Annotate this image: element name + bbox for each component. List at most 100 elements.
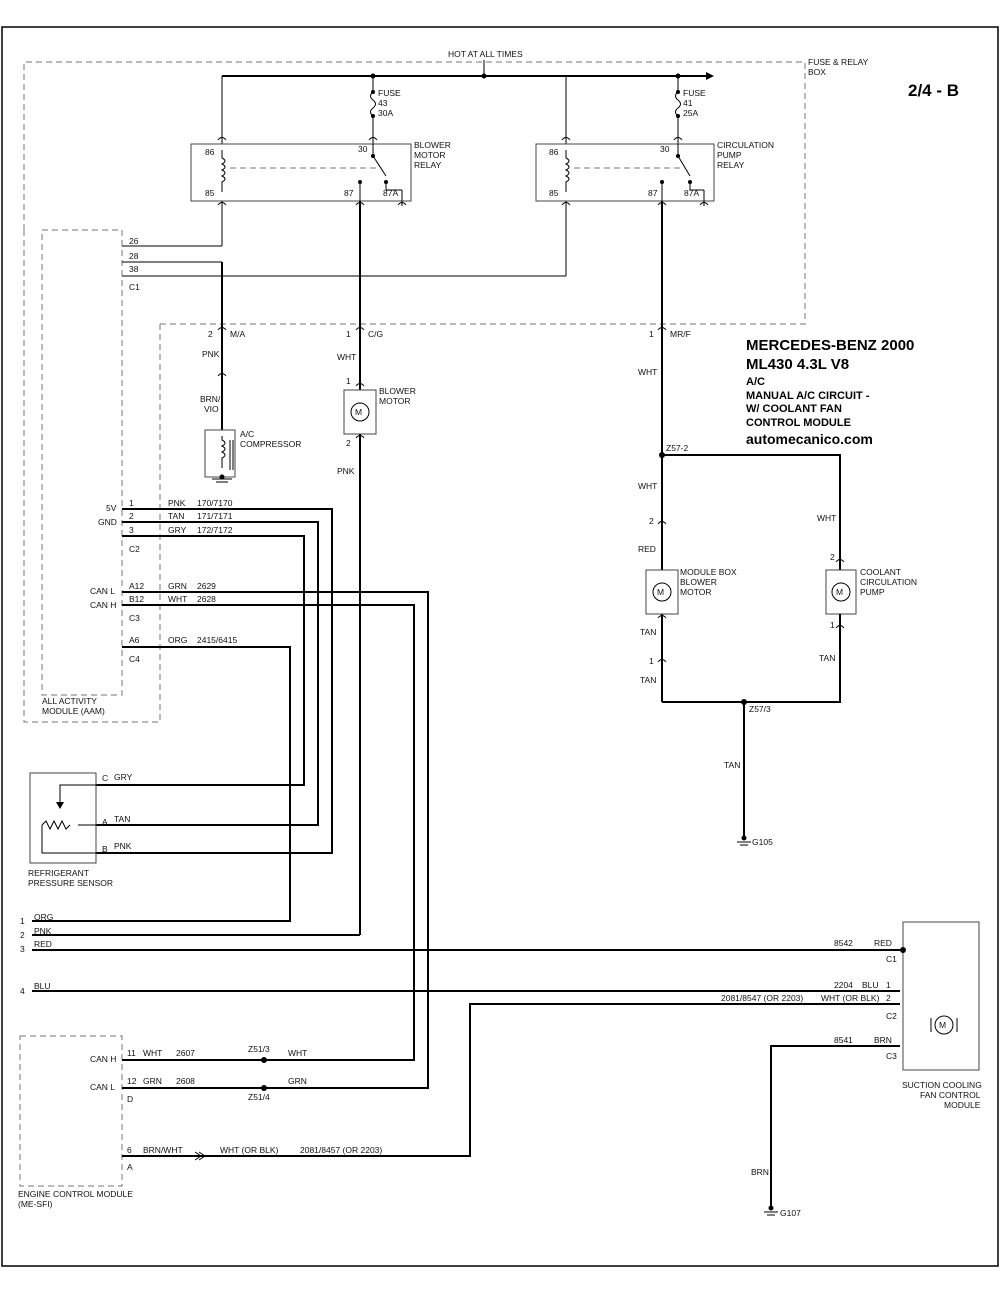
blower-relay-pin-87a: 87A [383, 188, 398, 198]
pump-relay-coil [564, 150, 570, 192]
aam-c3-w2-color: WHT [168, 594, 187, 604]
fan-red-color: RED [874, 938, 892, 948]
aam-c1-pin-38: 38 [129, 264, 139, 274]
blower-motor-symbol: M [355, 407, 362, 417]
aam-c2-label-5v: 5V [106, 503, 117, 513]
pump-pin-1: 1 [830, 620, 835, 630]
fan-red-circ: 8542 [834, 938, 853, 948]
title-system: A/C [746, 376, 765, 388]
coolant-splice-1: Z57-2 [666, 443, 688, 453]
ext-pin-4: 4 [20, 986, 25, 996]
compressor-wire-bot-1: BRN/ [200, 394, 221, 404]
splice-z513-color: WHT [288, 1048, 307, 1058]
aam-c4-name: C4 [129, 654, 140, 664]
ecm-pin-11-circ: 2607 [176, 1048, 195, 1058]
sensor-pin-a: A [102, 817, 108, 827]
compressor-label-1: A/C [240, 429, 254, 439]
page-border [1, 26, 999, 1267]
aam-c2-w1-circ: 170/7170 [197, 498, 233, 508]
coolant-wire-right: WHT [817, 513, 836, 523]
sensor-wire-a: TAN [114, 814, 130, 824]
blower-relay-pin-85: 85 [205, 188, 215, 198]
pump-relay-pin-87: 87 [648, 188, 658, 198]
fan-wht-pin: 2 [886, 993, 891, 1003]
ext-pin-1: 1 [20, 916, 25, 926]
coolant-wire-ground: TAN [724, 760, 740, 770]
fuse-43-number: 43 [378, 98, 388, 108]
fuse-43-rating: 30A [378, 108, 393, 118]
module-box-label-2: BLOWER [680, 577, 717, 587]
ecm-pin-6-color: BRN/WHT [143, 1145, 183, 1155]
module-box-wire-bot: TAN [640, 627, 656, 637]
module-box-label-1: MODULE BOX [680, 567, 737, 577]
fuse-41-number: 41 [683, 98, 693, 108]
aam-c3-name: C3 [129, 613, 140, 623]
pump-label-2: CIRCULATION [860, 577, 917, 587]
blower-wire-top: WHT [337, 352, 356, 362]
fuse-43-label: FUSE [378, 88, 401, 98]
aam-c3-label-canl: CAN L [90, 586, 115, 596]
module-box-pin-2: 2 [649, 516, 654, 526]
module-box-symbol: M [657, 587, 664, 597]
sensor-wire-c: GRY [114, 772, 133, 782]
coolant-wire-left: WHT [638, 481, 657, 491]
pump-wire-bot: TAN [819, 653, 835, 663]
conn-cg-pin: 1 [346, 329, 351, 339]
blower-relay-label-1: BLOWER [414, 140, 451, 150]
compressor-wire-top: PNK [202, 349, 220, 359]
aam-c4-w-circ: 2415/6415 [197, 635, 237, 645]
blower-relay-pin-30: 30 [358, 144, 368, 154]
pump-relay-label-1: CIRCULATION [717, 140, 774, 150]
blower-motor-relay [190, 143, 412, 202]
blower-pin-1: 1 [346, 376, 351, 386]
ext-pin-3: 3 [20, 944, 25, 954]
aam-c2-pin-3: 3 [129, 525, 134, 535]
ext-pin-2: 2 [20, 930, 25, 940]
conn-ma-pin: 2 [208, 329, 213, 339]
pump-label-3: PUMP [860, 587, 885, 597]
aam-c2-w2-color: TAN [168, 511, 184, 521]
fan-wht-circ: 2081/8547 (OR 2203) [721, 993, 803, 1003]
fuse-box-title-1: FUSE & RELAY [808, 57, 869, 67]
module-box-wire-top: RED [638, 544, 656, 554]
fan-module-label-2: FAN CONTROL [920, 1090, 981, 1100]
conn-ma-name: M/A [230, 329, 245, 339]
pump-relay-pin-86: 86 [549, 147, 559, 157]
ecm-conn-d: D [127, 1094, 133, 1104]
refrigerant-pressure-sensor [29, 772, 97, 864]
ecm-pin-6-out-circ: 2081/8457 (OR 2203) [300, 1145, 382, 1155]
fan-brn-circ: 8541 [834, 1035, 853, 1045]
fan-module-label-3: MODULE [944, 1100, 981, 1110]
fuse-box-title-2: BOX [808, 67, 826, 77]
fan-blu-circ: 2204 [834, 980, 853, 990]
fuse-41-label: FUSE [683, 88, 706, 98]
ecm-pin-6-out-color: WHT (OR BLK) [220, 1145, 279, 1155]
ecm-conn-a: A [127, 1162, 133, 1172]
blower-label-2: MOTOR [379, 396, 410, 406]
pump-relay-label-2: PUMP [717, 150, 742, 160]
compressor-wire-bot-2: VIO [204, 404, 219, 414]
aam-label-2: MODULE (AAM) [42, 706, 105, 716]
fan-wht-color: WHT (OR BLK) [821, 993, 880, 1003]
conn-mrf-name: MR/F [670, 329, 691, 339]
splice-z514: Z51/4 [248, 1092, 270, 1102]
ecm-label-2: (ME-SFI) [18, 1199, 53, 1209]
ecm-label-1: ENGINE CONTROL MODULE [18, 1189, 133, 1199]
title-circuit-3: CONTROL MODULE [746, 417, 851, 429]
title-make-year: MERCEDES-BENZ 2000 [746, 337, 914, 354]
ground-g105: G105 [752, 837, 773, 847]
ecm-pin-12: 12 [127, 1076, 137, 1086]
aam-c1-pin-28: 28 [129, 251, 139, 261]
blower-label-1: BLOWER [379, 386, 416, 396]
fan-c1: C1 [886, 954, 897, 964]
ext-wire-3: RED [34, 939, 52, 949]
sensor-wire-b: PNK [114, 841, 132, 851]
aam-c3-label-canh: CAN H [90, 600, 116, 610]
aam-c1-pin-26: 26 [129, 236, 139, 246]
title-website: automecanico.com [746, 431, 873, 447]
fuse-43-symbol [370, 91, 376, 117]
ext-wire-4: BLU [34, 981, 51, 991]
blower-relay-label-3: RELAY [414, 160, 442, 170]
blower-wire-bot: PNK [337, 466, 355, 476]
